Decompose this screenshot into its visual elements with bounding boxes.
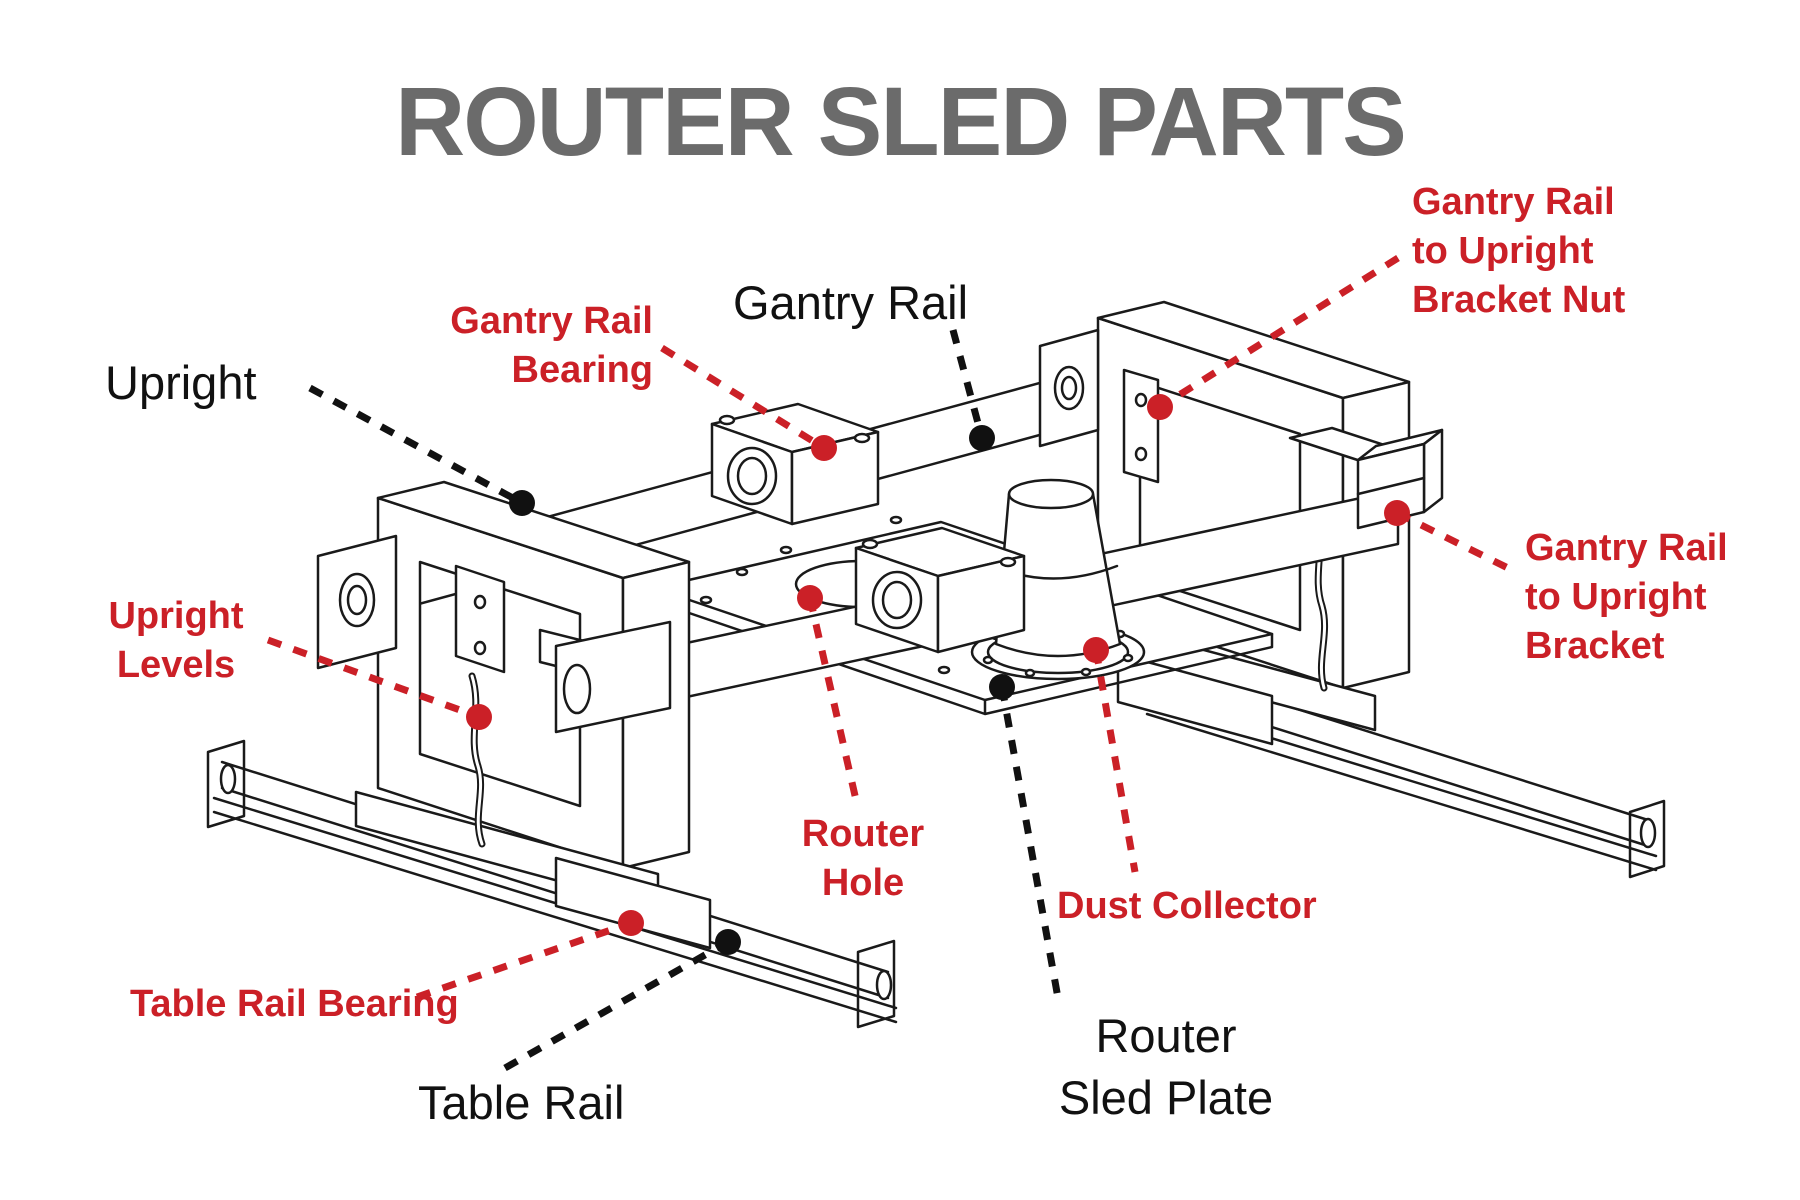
label-table-rail: Table Rail (418, 1076, 625, 1129)
gantry-rail-bearing-leader-line (660, 345, 826, 451)
label-gantry-rail-to-upright-bracket-nut: Gantry Rail to Upright Bracket Nut (1412, 181, 1626, 321)
gantry-rail-bracket-left-drawing (538, 620, 672, 734)
dust-collector-callout-dot (1083, 637, 1109, 663)
table-rail-rear-drawing (1145, 662, 1666, 879)
label-router-sled-plate: Router Sled Plate (1058, 1009, 1274, 1124)
table-rail-leader-line (503, 938, 730, 1072)
router-hole-callout-dot (797, 585, 823, 611)
gantry-rail-clamp-left-drawing (316, 534, 398, 670)
label-gantry-rail-to-upright-bracket: Gantry Rail to Upright Bracket (1525, 527, 1728, 667)
dust-collector-leader-line (1092, 649, 1139, 873)
upright-levels-leader-line (266, 636, 481, 721)
router-sled-drawing (206, 300, 1666, 1029)
table-rail-bearing-callout-dot (618, 910, 644, 936)
gantry-rail-bearing-callout-dot (811, 435, 837, 461)
gantry-rail-bearing-front-drawing (854, 526, 1026, 654)
table-rail-callout-dot (715, 929, 741, 955)
page-title: ROUTER SLED PARTS (395, 67, 1407, 176)
gantry-rail-callout-dot (969, 425, 995, 451)
upright-left-drawing (354, 480, 712, 950)
bracket-leader-line (1395, 509, 1514, 574)
router-hole-leader-line (806, 597, 860, 801)
upright-callout-dot (509, 490, 535, 516)
router-sled-plate-leader-line (998, 686, 1062, 999)
bracket-callout-dot (1384, 500, 1410, 526)
label-dust-collector: Dust Collector (1057, 885, 1317, 927)
gantry-rail-bearing-rear-drawing (710, 402, 880, 526)
label-gantry-rail: Gantry Rail (733, 276, 969, 329)
bracket-nut-leader-line (1158, 255, 1400, 410)
upright-leader-line (308, 384, 524, 507)
label-table-rail-bearing: Table Rail Bearing (130, 983, 459, 1025)
callouts (266, 255, 1514, 1072)
gantry-rail-leader-line (949, 329, 986, 439)
label-gantry-rail-bearing: Gantry Rail Bearing (450, 300, 653, 391)
upright-levels-callout-dot (466, 704, 492, 730)
router-sled-plate-callout-dot (989, 674, 1015, 700)
label-router-hole: Router Hole (801, 813, 925, 904)
bracket-nut-callout-dot (1147, 394, 1173, 420)
label-upright-levels: Upright Levels (108, 595, 244, 686)
gantry-rail-bracket-right-drawing (1288, 426, 1444, 530)
table-rail-bearing-leader-line (415, 919, 633, 1001)
label-upright: Upright (105, 356, 257, 409)
